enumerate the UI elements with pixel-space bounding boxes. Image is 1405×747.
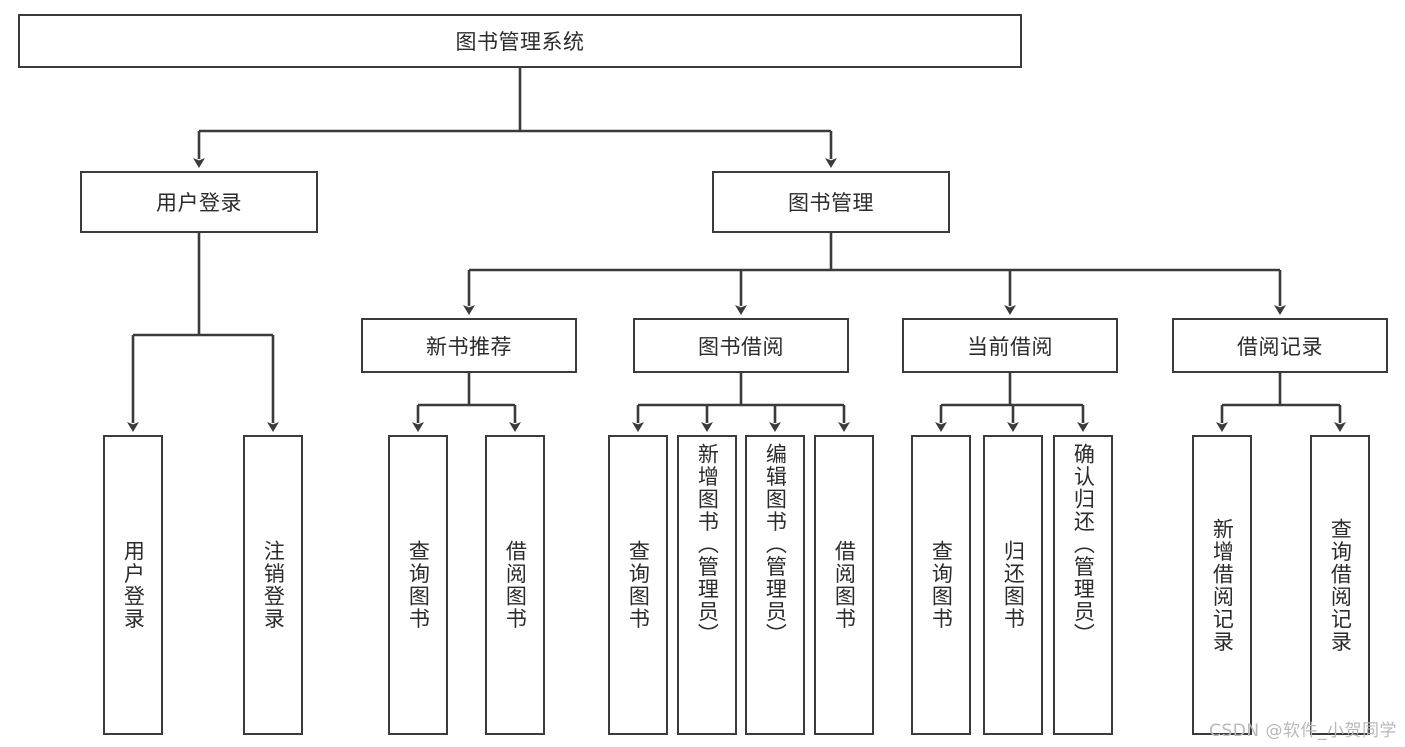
leaf-node-leaf-add-record-label: 新增借阅记录: [1210, 517, 1235, 653]
leaf-node-leaf-query-record-label: 查询借阅记录: [1328, 517, 1353, 653]
node-borrow-record-label: 借阅记录: [1237, 334, 1323, 359]
leaf-node-leaf-return-book[interactable]: 归还图书: [983, 435, 1043, 735]
node-current-borrow[interactable]: 当前借阅: [902, 318, 1118, 373]
node-book-borrow[interactable]: 图书借阅: [633, 318, 849, 373]
leaf-node-leaf-edit-book[interactable]: 编辑图书（管理员）: [745, 435, 805, 735]
leaf-node-leaf-user-login-label: 用户登录: [121, 540, 146, 630]
leaf-node-leaf-add-book-label: 新增图书（管理员）: [695, 443, 720, 646]
leaf-node-leaf-user-login[interactable]: 用户登录: [103, 435, 163, 735]
node-current-borrow-label: 当前借阅: [967, 334, 1053, 359]
leaf-node-leaf-borrow-book-1[interactable]: 借阅图书: [485, 435, 545, 735]
leaf-node-leaf-query-book-3[interactable]: 查询图书: [911, 435, 971, 735]
node-borrow-record[interactable]: 借阅记录: [1172, 318, 1388, 373]
leaf-node-leaf-query-book-1[interactable]: 查询图书: [388, 435, 448, 735]
node-book-manage-label: 图书管理: [788, 191, 874, 215]
leaf-node-leaf-confirm-return-label: 确认归还（管理员）: [1071, 443, 1096, 646]
node-book-manage[interactable]: 图书管理: [712, 171, 950, 233]
leaf-node-leaf-borrow-book-1-label: 借阅图书: [503, 540, 528, 630]
node-root-label: 图书管理系统: [455, 30, 585, 54]
leaf-node-leaf-add-book[interactable]: 新增图书（管理员）: [677, 435, 737, 735]
node-root[interactable]: 图书管理系统: [18, 14, 1022, 68]
leaf-node-leaf-logout-label: 注销登录: [261, 540, 286, 630]
node-new-book-recommend-label: 新书推荐: [426, 334, 512, 359]
node-book-borrow-label: 图书借阅: [698, 334, 784, 359]
leaf-node-leaf-confirm-return[interactable]: 确认归还（管理员）: [1053, 435, 1113, 735]
leaf-node-leaf-borrow-book-2[interactable]: 借阅图书: [814, 435, 874, 735]
leaf-node-leaf-query-book-3-label: 查询图书: [929, 540, 954, 630]
node-user-login-label: 用户登录: [156, 191, 242, 215]
leaf-node-leaf-add-record[interactable]: 新增借阅记录: [1192, 435, 1252, 735]
leaf-node-leaf-borrow-book-2-label: 借阅图书: [832, 540, 857, 630]
leaf-node-leaf-query-record[interactable]: 查询借阅记录: [1310, 435, 1370, 735]
leaf-node-leaf-edit-book-label: 编辑图书（管理员）: [763, 443, 788, 646]
leaf-node-leaf-return-book-label: 归还图书: [1001, 540, 1026, 630]
leaf-node-leaf-query-book-1-label: 查询图书: [406, 540, 431, 630]
leaf-node-leaf-query-book-2-label: 查询图书: [626, 540, 651, 630]
leaf-node-leaf-logout[interactable]: 注销登录: [243, 435, 303, 735]
watermark-text: CSDN @软件_小贺同学: [1209, 721, 1397, 741]
node-user-login[interactable]: 用户登录: [80, 171, 318, 233]
leaf-node-leaf-query-book-2[interactable]: 查询图书: [608, 435, 668, 735]
node-new-book-recommend[interactable]: 新书推荐: [361, 318, 577, 373]
